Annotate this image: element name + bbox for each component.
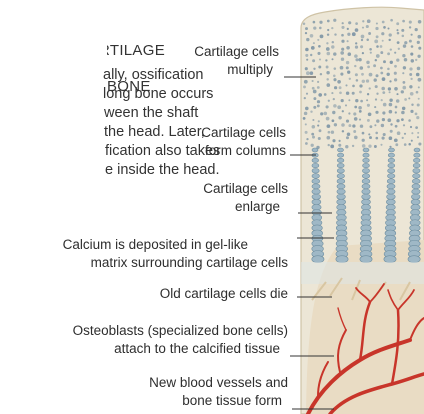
label-calcium-line-1: Calcium is deposited in gel-like xyxy=(63,236,248,254)
label-columns-line-1: Cartilage cells xyxy=(201,124,286,142)
label-multiply-line-2: multiply xyxy=(194,61,273,79)
label-form-columns: Cartilage cells form columns xyxy=(201,124,286,160)
label-enlarge-line-1: Cartilage cells xyxy=(203,180,288,198)
label-columns-line-2: form columns xyxy=(201,142,286,160)
label-osteoblasts-line-2: attach to the calcified tissue xyxy=(73,340,280,358)
label-calcium-line-2: matrix surrounding cartilage cells xyxy=(63,254,288,272)
label-cells-die: Old cartilage cells die xyxy=(160,285,288,303)
label-calcium-deposit: Calcium is deposited in gel-like matrix … xyxy=(63,236,288,272)
label-cells-multiply: Cartilage cells multiply xyxy=(194,43,279,79)
label-die-line-1: Old cartilage cells die xyxy=(160,285,288,303)
label-osteoblasts-line-1: Osteoblasts (specialized bone cells) xyxy=(73,322,288,340)
label-osteoblasts: Osteoblasts (specialized bone cells) att… xyxy=(73,322,288,358)
label-cells-enlarge: Cartilage cells enlarge xyxy=(203,180,288,216)
label-vessels-line-2: bone tissue form xyxy=(149,392,282,410)
label-enlarge-line-2: enlarge xyxy=(203,198,280,216)
label-vessels-line-1: New blood vessels and xyxy=(149,374,288,392)
label-multiply-line-1: Cartilage cells xyxy=(194,43,279,61)
label-blood-vessels: New blood vessels and bone tissue form xyxy=(149,374,288,410)
